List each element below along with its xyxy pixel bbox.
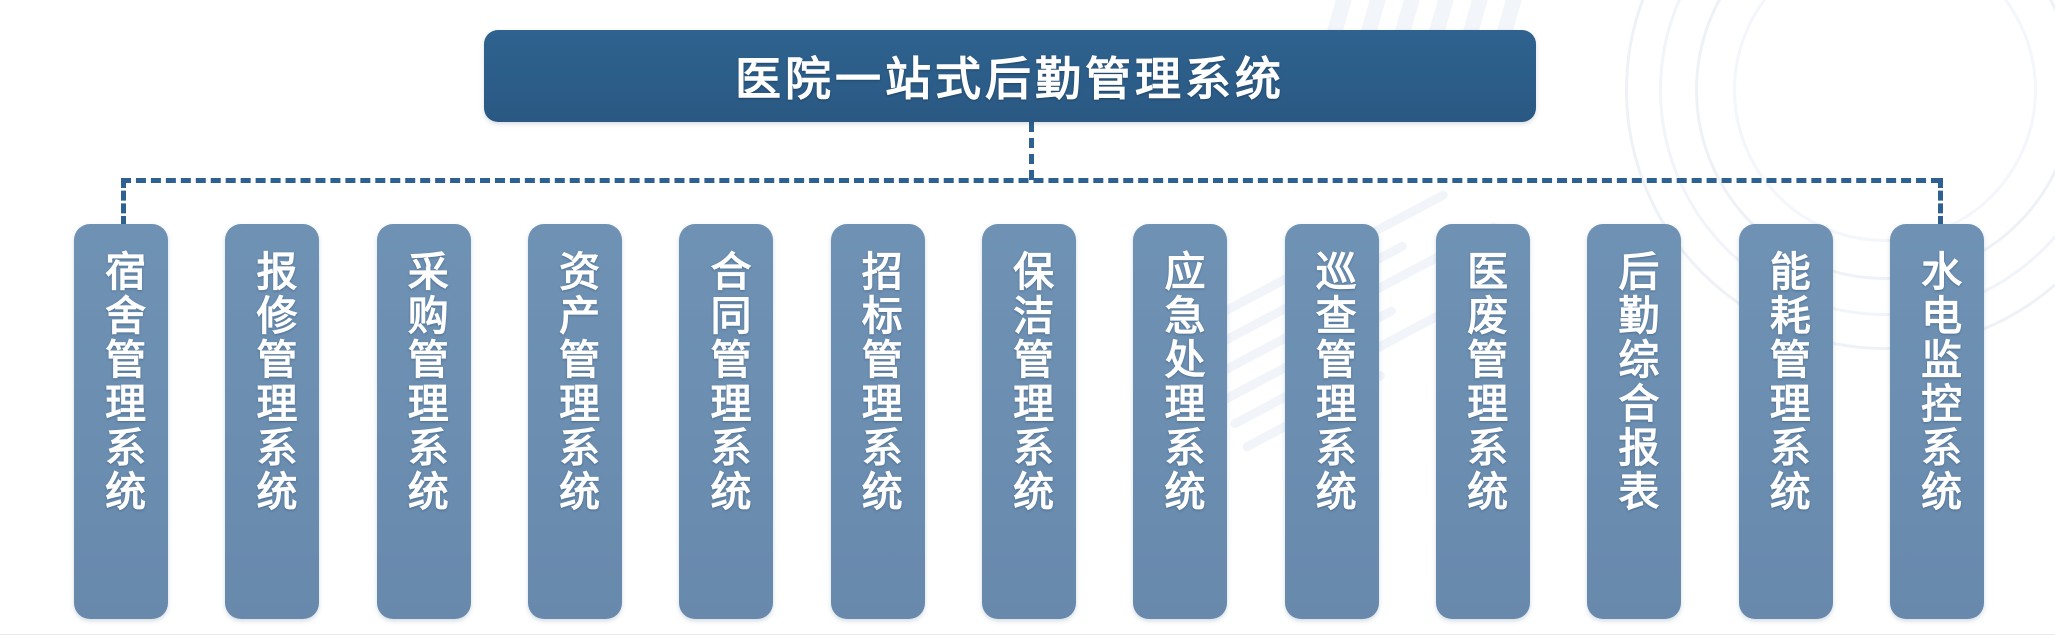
connector-bus — [121, 178, 1941, 183]
leaf-node-13[interactable]: 水电监控系统 — [1889, 224, 1984, 619]
leaf-node-label: 后勤综合报表 — [1610, 250, 1659, 514]
leaf-node-12[interactable]: 能耗管理系统 — [1738, 224, 1833, 619]
leaf-node-label: 资产管理系统 — [551, 250, 600, 514]
leaf-node-label: 巡查管理系统 — [1308, 250, 1357, 514]
leaf-node-row: 宿舍管理系统 报修管理系统 采购管理系统 资产管理系统 合同管理系统 招标管理系… — [74, 224, 1984, 624]
connector-drop-left — [121, 178, 126, 226]
connector-drop-right — [1938, 178, 1943, 226]
connector-root-stem — [1029, 122, 1034, 180]
leaf-node-label: 合同管理系统 — [702, 250, 751, 514]
leaf-node-11[interactable]: 后勤综合报表 — [1587, 224, 1682, 619]
leaf-node-label: 报修管理系统 — [248, 250, 297, 514]
root-node[interactable]: 医院一站式后勤管理系统 — [484, 30, 1536, 122]
leaf-node-label: 医废管理系统 — [1459, 250, 1508, 514]
root-node-title: 医院一站式后勤管理系统 — [735, 52, 1285, 106]
leaf-node-8[interactable]: 应急处理系统 — [1133, 224, 1228, 619]
leaf-node-label: 采购管理系统 — [400, 250, 449, 514]
leaf-node-2[interactable]: 报修管理系统 — [225, 224, 320, 619]
leaf-node-9[interactable]: 巡查管理系统 — [1284, 224, 1379, 619]
leaf-node-5[interactable]: 合同管理系统 — [679, 224, 774, 619]
leaf-node-10[interactable]: 医废管理系统 — [1435, 224, 1530, 619]
leaf-node-label: 应急处理系统 — [1156, 250, 1205, 514]
leaf-node-6[interactable]: 招标管理系统 — [830, 224, 925, 619]
leaf-node-label: 水电监控系统 — [1913, 250, 1962, 514]
leaf-node-label: 能耗管理系统 — [1762, 250, 1811, 514]
leaf-node-label: 招标管理系统 — [854, 250, 903, 514]
leaf-node-4[interactable]: 资产管理系统 — [527, 224, 622, 619]
leaf-node-label: 保洁管理系统 — [1005, 250, 1054, 514]
leaf-node-1[interactable]: 宿舍管理系统 — [74, 224, 168, 619]
leaf-node-7[interactable]: 保洁管理系统 — [981, 224, 1076, 619]
leaf-node-3[interactable]: 采购管理系统 — [376, 224, 471, 619]
leaf-node-label: 宿舍管理系统 — [97, 250, 146, 514]
